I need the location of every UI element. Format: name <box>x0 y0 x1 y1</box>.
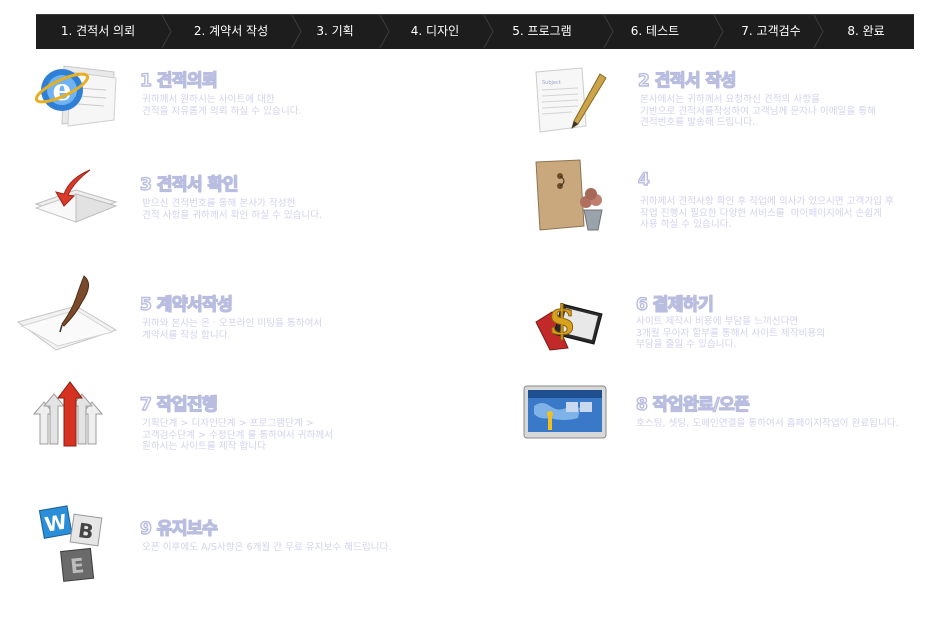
item-9-description: 오픈 이후에도 A/S사항은 6개월 간 무료 유지보수 해드립니다. <box>142 542 392 553</box>
item-2-description: 본사에서는 귀하께서 요청하신 견적의 사항을 기반으로 견적서를작성하여 고객… <box>640 94 876 128</box>
step-separator-icon <box>713 15 724 48</box>
step-6[interactable]: 6. 테스트 <box>630 24 680 38</box>
step-separator-icon <box>291 15 302 48</box>
item-4-title: 4 <box>637 169 650 190</box>
item-3-title: 3 견적서 확인 <box>139 174 239 195</box>
internet-explorer-icon: e <box>34 65 117 127</box>
item-9-title: 9 유지보수 <box>139 518 218 539</box>
step-7[interactable]: 7. 고객검수 <box>741 24 801 38</box>
item-1-title: 1 견적의뢰 <box>139 70 218 91</box>
svg-text:E: E <box>69 553 85 578</box>
step-separator-icon <box>161 15 172 48</box>
step-4[interactable]: 4. 디자인 <box>410 24 460 38</box>
envelope-flowers-icon <box>535 159 603 231</box>
step-8[interactable]: 8. 완료 <box>847 24 885 38</box>
step-1[interactable]: 1. 견적서 의뢰 <box>60 24 136 38</box>
open-book-arrow-icon <box>34 169 118 223</box>
step-separator-icon <box>483 15 494 48</box>
step-5[interactable]: 5. 프로그램 <box>512 24 572 38</box>
item-1-description: 귀하께서 원하시는 사이트에 대한 견적을 자유롭게 의뢰 하실 수 있습니다. <box>142 94 302 117</box>
document-pen-icon: Subject <box>535 67 607 133</box>
step-2[interactable]: 2. 계약서 작성 <box>193 24 269 38</box>
item-7-description: 기획단계 > 디자인단계 > 프로그램단계 > 고객검수단계 > 수정단계 를 … <box>142 418 333 452</box>
svg-text:W: W <box>43 509 69 536</box>
item-5-title: 5 계약서작성 <box>139 294 233 315</box>
item-7-title: 7 작업진행 <box>139 394 218 415</box>
item-8-title: 8 작업완료/오픈 <box>635 394 750 415</box>
step-separator-icon <box>813 15 824 48</box>
step-3[interactable]: 3. 기획 <box>316 24 354 38</box>
quill-paper-icon <box>16 275 118 351</box>
website-screen-icon <box>523 385 607 439</box>
progress-arrows-icon <box>32 381 104 447</box>
step-separator-icon <box>379 15 390 48</box>
item-4-description: 귀하께서 견적사항 확인 후 작업에 의사가 있으시면 고객가입 후 작업 진행… <box>640 196 894 230</box>
step-separator-icon <box>603 15 614 48</box>
item-6-description: 사이트 제작시 비용에 부담을 느끼신다면 3개월 무이자 할부를 통해서 사이… <box>636 316 826 350</box>
process-step-bar: 1. 견적서 의뢰 2. 계약서 작성 3. 기획 4. 디자인 5. 프로그램… <box>36 14 914 49</box>
item-5-description: 귀하와 본사는 온 · 오프라인 미팅을 통하여서 계약서를 작성 합니다. <box>142 318 323 341</box>
svg-text:$: $ <box>548 297 576 344</box>
item-3-description: 받으신 견적번호를 통해 본사가 작성한 견적 사항을 귀하께서 확인 하실 수… <box>142 198 323 221</box>
item-8-description: 호스팅, 셋팅, 도메인연결을 통하여서 홈페이지작업이 완료됩니다. <box>636 418 899 429</box>
svg-text:B: B <box>77 518 95 544</box>
item-6-title: 6 결제하기 <box>635 294 714 315</box>
svg-text:Subject: Subject <box>542 80 561 86</box>
item-2-title: 2 견적서 작성 <box>637 70 737 91</box>
web-blocks-icon: W B E <box>38 505 103 582</box>
dollar-payment-icon: $ <box>535 297 603 351</box>
